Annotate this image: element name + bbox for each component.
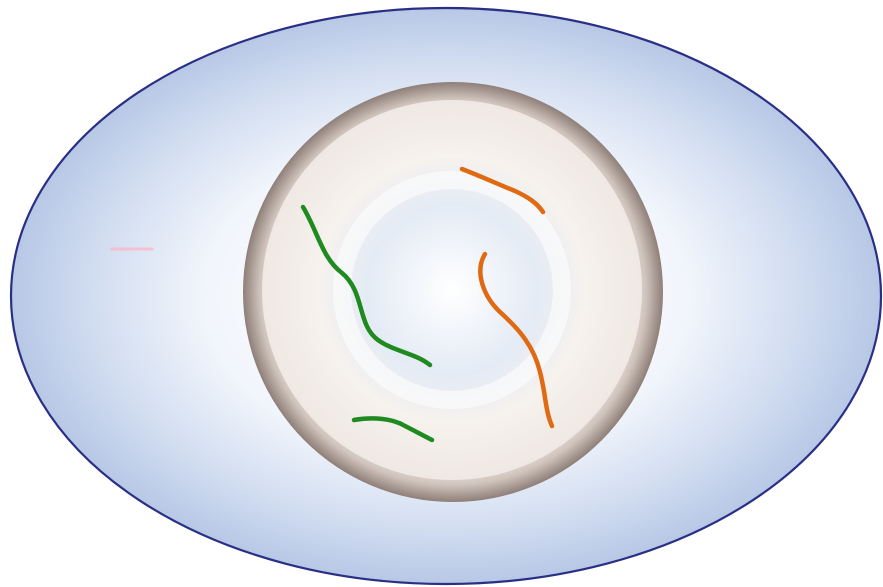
- nucleoplasm: [262, 100, 642, 480]
- nucleus: [243, 82, 663, 502]
